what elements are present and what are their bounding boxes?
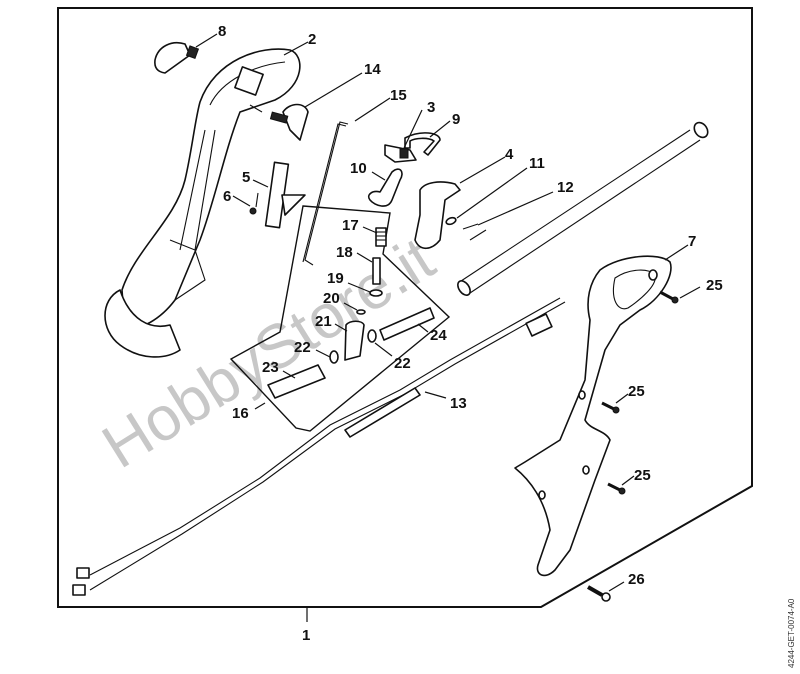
callout-26: 26 xyxy=(628,571,645,588)
callout-9: 9 xyxy=(452,111,460,128)
screw-base[interactable] xyxy=(587,585,611,602)
callout-13: 13 xyxy=(450,395,467,412)
o-ring-small[interactable] xyxy=(356,309,366,315)
connector[interactable] xyxy=(379,307,435,341)
handle-housing-right[interactable] xyxy=(514,255,672,577)
slide[interactable] xyxy=(264,161,306,229)
callout-11: 11 xyxy=(529,155,545,172)
callout-23: 23 xyxy=(262,359,279,376)
compression-spring[interactable] xyxy=(375,227,387,247)
callout-25c: 25 xyxy=(634,467,651,484)
callout-7: 7 xyxy=(688,233,696,250)
callout-14: 14 xyxy=(364,61,381,78)
switch[interactable] xyxy=(269,103,309,141)
callout-10: 10 xyxy=(350,160,367,177)
spring-clip[interactable] xyxy=(404,132,441,156)
callout-22b: 22 xyxy=(394,355,411,372)
callout-16: 16 xyxy=(232,405,249,422)
callout-25b: 25 xyxy=(628,383,645,400)
o-ring-left[interactable] xyxy=(329,350,339,364)
screw-middle[interactable] xyxy=(601,401,620,414)
callout-25a: 25 xyxy=(706,277,723,294)
lever[interactable] xyxy=(367,168,403,207)
callout-21: 21 xyxy=(315,313,332,330)
screw-bottom[interactable] xyxy=(607,482,626,495)
callout-4: 4 xyxy=(505,146,514,163)
assembly-frame xyxy=(57,7,753,608)
callout-18: 18 xyxy=(336,244,353,261)
screw-top[interactable] xyxy=(659,290,679,304)
callout-8: 8 xyxy=(218,23,226,40)
torsion-spring[interactable] xyxy=(462,223,487,241)
callout-6: 6 xyxy=(223,188,231,205)
drawing-code: 4244-GET-0074-A0 xyxy=(787,598,796,668)
leader-lines xyxy=(195,33,701,592)
callout-2: 2 xyxy=(308,31,316,48)
pin[interactable] xyxy=(445,216,457,226)
fuel-hose xyxy=(457,121,709,296)
callout-15: 15 xyxy=(390,87,407,104)
spring-6 xyxy=(249,192,259,215)
elbow-connector[interactable] xyxy=(344,320,365,361)
lock-lever[interactable] xyxy=(384,144,417,163)
valve-kit-frame xyxy=(229,205,451,432)
valve[interactable] xyxy=(372,257,381,285)
o-ring[interactable] xyxy=(369,289,383,297)
throttle-rod[interactable] xyxy=(304,121,349,266)
knob[interactable] xyxy=(154,42,200,74)
callout-17: 17 xyxy=(342,217,359,234)
callout-19: 19 xyxy=(327,270,344,287)
callout-3: 3 xyxy=(427,99,435,116)
throttle-trigger[interactable] xyxy=(414,181,461,250)
callout-22a: 22 xyxy=(294,339,311,356)
handle-housing-left[interactable] xyxy=(104,48,301,358)
callout-12: 12 xyxy=(557,179,574,196)
callout-5: 5 xyxy=(242,169,250,186)
nipple[interactable] xyxy=(267,364,326,399)
o-ring-right[interactable] xyxy=(367,329,377,343)
callout-1: 1 xyxy=(302,627,310,644)
callout-24: 24 xyxy=(430,327,447,344)
callout-20: 20 xyxy=(323,290,340,307)
throttle-cable[interactable] xyxy=(72,297,566,596)
